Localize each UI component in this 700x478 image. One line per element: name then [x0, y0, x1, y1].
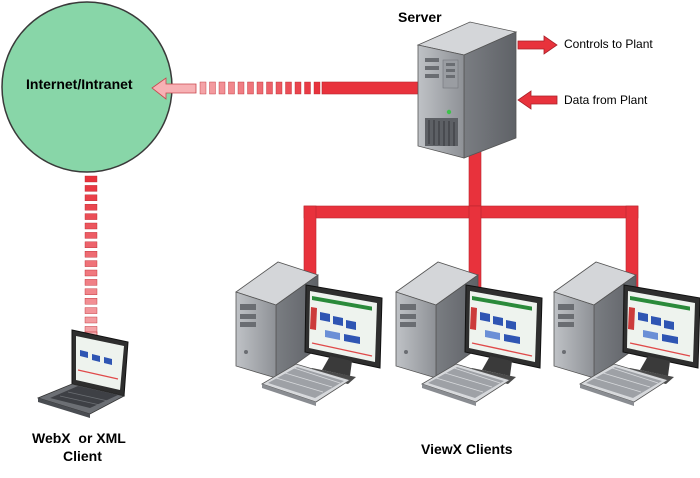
- dash-segment: [266, 81, 273, 95]
- dash-segment: [84, 326, 98, 333]
- dash-segment: [84, 298, 98, 305]
- dash-segment: [285, 81, 292, 95]
- controls-to-plant-arrow: [517, 35, 558, 55]
- dashed-link-horizontal: [199, 81, 321, 95]
- dash-segment: [84, 222, 98, 230]
- workstation-icon: [553, 261, 700, 407]
- dashed-link-vertical: [84, 175, 98, 333]
- dash-segment: [294, 81, 302, 95]
- dash-segment: [84, 288, 98, 295]
- dash-segment: [84, 232, 98, 239]
- dash-segment: [84, 269, 98, 277]
- dash-segment: [84, 316, 98, 324]
- dash-segment: [275, 81, 283, 95]
- internet-label: Internet/Intranet: [26, 76, 133, 92]
- dash-segment: [313, 81, 321, 95]
- dash-segment: [84, 250, 98, 258]
- dash-segment: [247, 81, 254, 95]
- dash-segment: [209, 81, 216, 95]
- dash-segment: [84, 194, 98, 202]
- dash-segment: [237, 81, 245, 95]
- viewx-clients-label: ViewX Clients: [421, 441, 513, 457]
- lan-bus: [303, 149, 639, 289]
- workstation-icon: [395, 261, 543, 407]
- web-client-label-line2: Client: [63, 448, 102, 464]
- dash-segment: [199, 81, 207, 95]
- data-from-plant-label: Data from Plant: [564, 93, 648, 107]
- arrow-to-internet-icon: [151, 77, 197, 100]
- server-label: Server: [398, 9, 442, 25]
- dash-segment: [84, 279, 98, 286]
- laptop-icon: [36, 329, 129, 418]
- workstation-icon: [235, 261, 383, 406]
- dash-segment: [84, 185, 98, 192]
- server-to-internet-link: [151, 77, 423, 100]
- dash-segment: [84, 213, 98, 220]
- dash-segment: [84, 307, 98, 314]
- server-icon: [416, 21, 518, 159]
- arrow-left-icon: [517, 90, 558, 110]
- dash-segment: [228, 81, 235, 95]
- dash-segment: [84, 260, 98, 267]
- web-client-label-line1: WebX or XML: [32, 430, 126, 446]
- dash-segment: [84, 203, 98, 211]
- dash-segment: [304, 81, 311, 95]
- dash-segment: [84, 175, 98, 183]
- dash-segment: [256, 81, 264, 95]
- controls-to-plant-label: Controls to Plant: [564, 37, 653, 51]
- dash-segment: [218, 81, 226, 95]
- data-from-plant-arrow: [517, 90, 558, 110]
- dash-segment: [84, 241, 98, 249]
- solid-link-segment: [321, 81, 423, 95]
- arrow-right-icon: [517, 35, 558, 55]
